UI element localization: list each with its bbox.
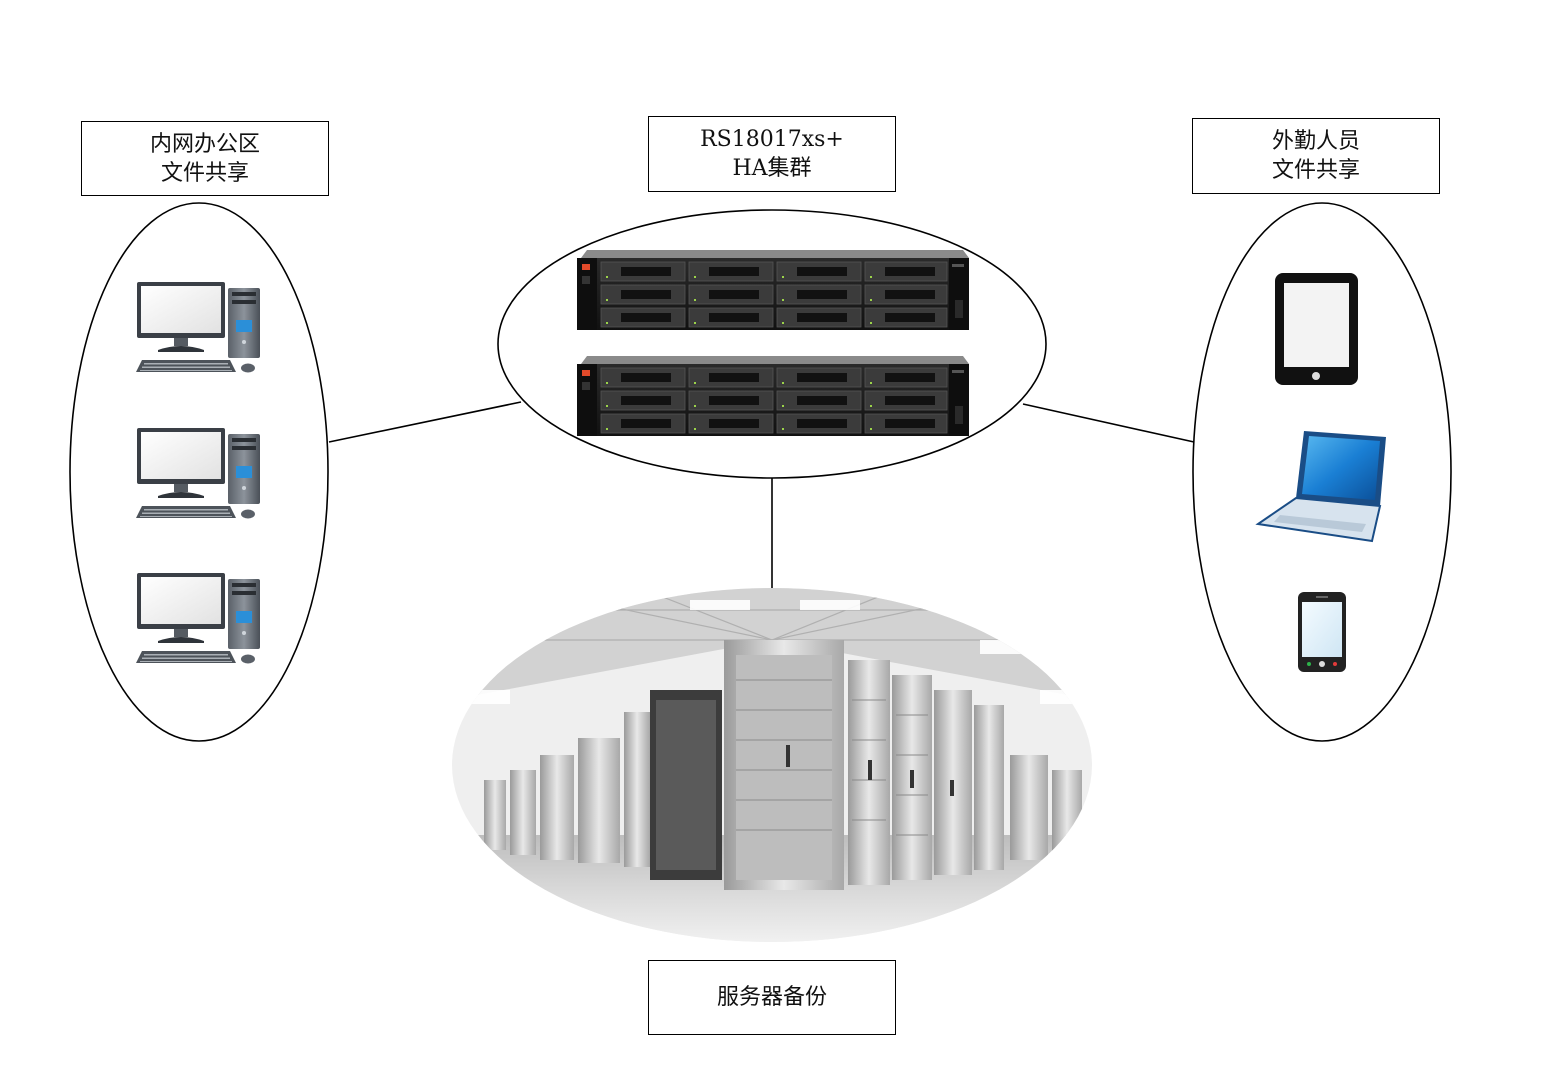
center-group-label: RS18017xs+ HA集群 (648, 116, 896, 192)
center-group-ellipse (497, 209, 1047, 479)
nas-cluster (577, 250, 969, 437)
left-group-label-line1: 内网办公区 (149, 131, 260, 157)
desktop-computer-icon (136, 573, 260, 664)
right-group-label: 外勤人员 文件共享 (1192, 118, 1440, 194)
right-group-label-line2: 文件共享 (1271, 158, 1360, 183)
rack-nas-server-icon (577, 250, 969, 331)
connection-lines (328, 401, 1195, 588)
tablet-icon (1275, 273, 1358, 385)
left-group-ellipse (69, 202, 329, 742)
right-group-label-line1: 外勤人员 (1271, 129, 1360, 154)
bottom-group-label-text: 服务器备份 (716, 985, 827, 1010)
center-group-label-line1: RS18017xs+ (700, 127, 844, 152)
server-room-image (452, 588, 1092, 942)
bottom-group-label: 服务器备份 (648, 960, 896, 1035)
right-group-ellipse (1192, 202, 1452, 742)
desktop-list (136, 282, 260, 664)
link-left-to-center (328, 401, 522, 443)
link-center-to-right (1022, 403, 1195, 443)
center-group-label-line2: HA集群 (732, 156, 812, 181)
desktop-computer-icon (136, 282, 260, 373)
left-group-label-line2: 文件共享 (160, 160, 249, 186)
rack-nas-server-icon (577, 356, 969, 437)
desktop-computer-icon (136, 428, 260, 519)
smartphone-icon (1298, 592, 1346, 672)
left-group-label: 内网办公区 文件共享 (81, 121, 329, 196)
laptop-icon (1255, 431, 1386, 543)
